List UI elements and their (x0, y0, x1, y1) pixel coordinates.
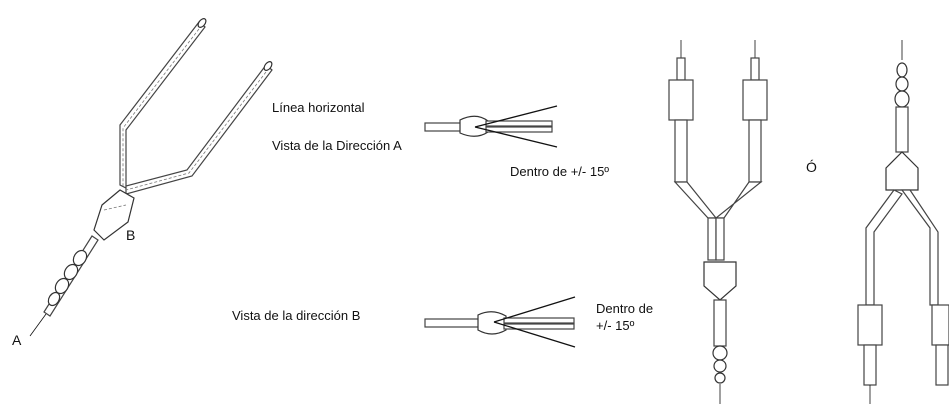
view-direction-b-drawing (424, 296, 576, 348)
point-a-label: A (12, 332, 22, 348)
point-b-label: B (126, 227, 136, 243)
view-direction-a-label: Vista de la Dirección A (272, 138, 402, 153)
or-label: Ó (806, 159, 817, 175)
horizontal-line-label: Línea horizontal (272, 100, 365, 115)
within-a-label: Dentro de +/- 15º (510, 164, 610, 179)
within-b-label-line1: Dentro de (596, 301, 654, 316)
vertical-splitter-top-branches (668, 40, 768, 404)
view-direction-a-drawing (424, 105, 558, 148)
angled-splitter (29, 18, 273, 337)
view-direction-b-label: Vista de la dirección B (232, 308, 361, 323)
within-b-label-line2: +/- 15º (596, 318, 635, 333)
vertical-splitter-bottom-branches (857, 40, 949, 404)
